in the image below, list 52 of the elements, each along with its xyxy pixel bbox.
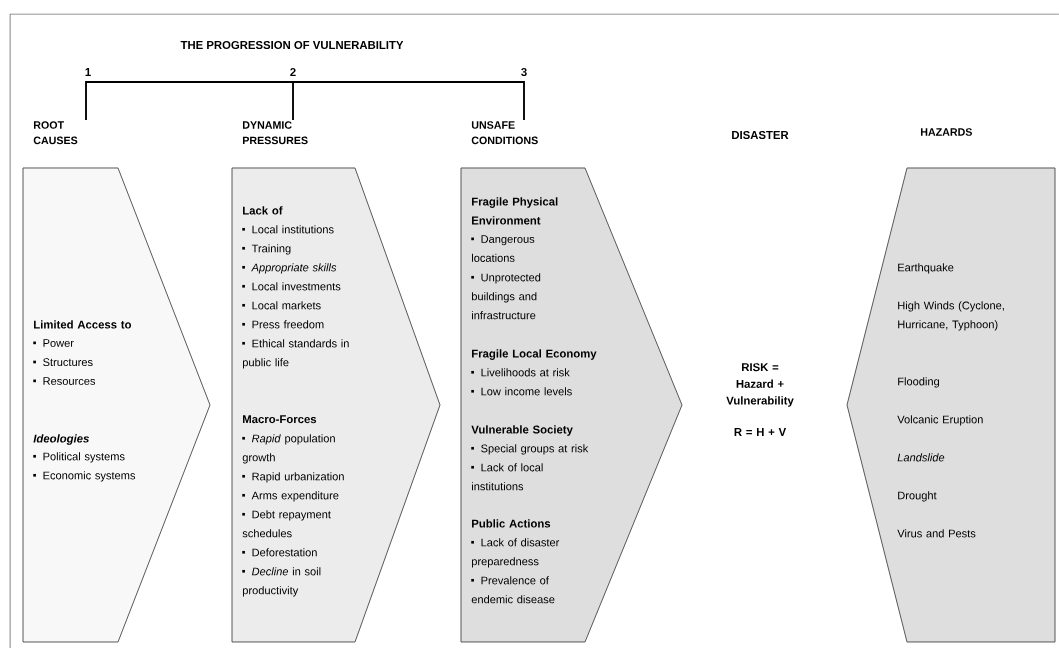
hazard-item: Flooding [898,377,939,388]
hazard-item: Volcanic Eruption [897,415,983,426]
number: 2 [290,68,296,76]
bullet-item: Low income levels [471,387,572,396]
group-heading: Macro-Forces [243,415,317,424]
bullet-item: Structures [33,358,93,367]
column-heading: HAZARDS [921,128,972,136]
bullet-item: Rapid urbanization [242,472,344,483]
bullet-item: Prevalence of endemic disease [471,576,555,604]
group-heading: Public Actions [472,519,551,528]
bullet-item: Training [242,244,291,255]
hazard-item: Earthquake [898,263,954,274]
group-heading: Limited Access to [34,320,132,329]
bullet-item: Livelihoods at risk [471,368,570,377]
number: 3 [521,68,527,76]
bullet-item: Lack of disaster preparedness [471,538,560,568]
bullet-item: Debt repayment schedules [242,510,331,538]
number: 1 [85,68,91,76]
column-heading: DYNAMIC PRESSURES [243,121,308,145]
bullet-item: Political systems [33,452,125,463]
bullet-item: Local markets [242,301,321,310]
bullet-item: Local investments [242,282,341,291]
bullet-item: Arms expenditure [242,491,339,502]
column-heading: UNSAFE CONDITIONS [471,121,538,145]
group-heading: Vulnerable Society [471,425,573,436]
bullet-item: Ethical standards in public life [242,339,349,369]
bullet-item: Deforestation [242,548,317,557]
risk-formula: RISK = Hazard + Vulnerability [726,363,794,407]
group-heading: Lack of [243,206,283,215]
bullet-item: Decline in soil productivity [242,567,321,597]
group-heading: Ideologies [33,434,89,445]
bullet-item: Appropriate skills [242,263,337,274]
bullet-item: Power [33,339,74,347]
bullet-item: Press freedom [242,320,324,329]
bullet-item: Dangerous locations [471,235,535,262]
bullet-item: Unprotected buildings and infrastructure [471,273,541,320]
hazard-item: High Winds (Cyclone, Hurricane, Typhoon) [898,301,1004,331]
bullet-item: Special groups at risk [471,444,589,455]
title: THE PROGRESSION OF VULNERABILITY [180,41,404,49]
risk-formula: R = H + V [734,428,787,436]
bullet-item: Lack of local institutions [471,463,543,491]
column-heading: ROOT CAUSES [33,121,78,145]
hazard-item: Virus and Pests [897,529,976,538]
group-heading: Fragile Local Economy [472,349,597,360]
group-heading: Fragile Physical Environment [472,197,558,225]
bullet-item: Economic systems [33,471,136,482]
hazard-item: Landslide [897,453,945,462]
bullet-item: Local institutions [242,225,334,234]
bullet-item: Resources [33,377,96,385]
bullet-item: Rapid population growth [242,434,335,464]
column-heading: DISASTER [732,131,789,139]
hazard-item: Drought [898,491,937,502]
